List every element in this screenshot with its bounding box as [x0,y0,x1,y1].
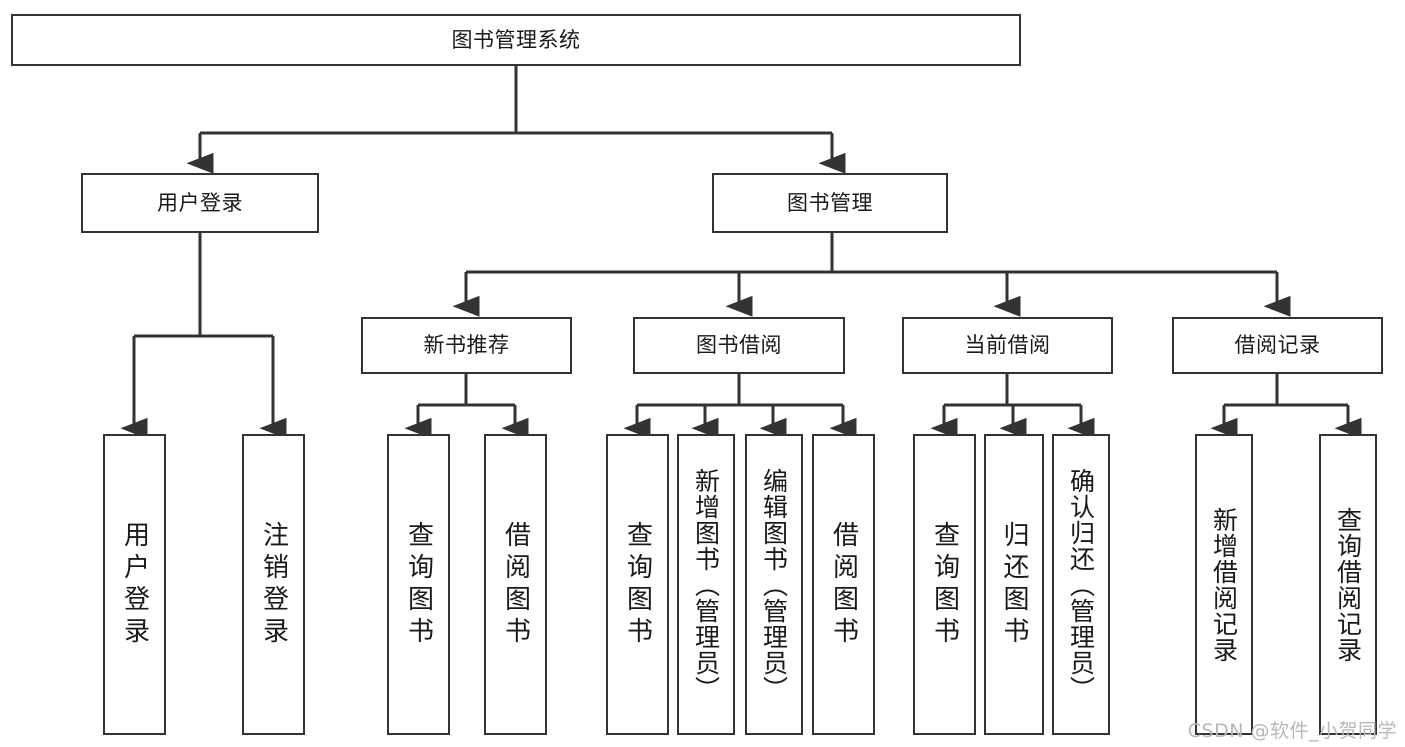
node-book-manage[interactable]: 图书管理 [712,173,948,233]
node-leaf-user-login[interactable]: 用户登录 [103,434,166,735]
node-new-book-recommend-label: 新书推荐 [423,333,510,358]
node-leaf-query-book-2-label: 查询图书 [622,520,653,649]
node-root[interactable]: 图书管理系统 [11,14,1021,66]
node-book-manage-label: 图书管理 [787,190,873,215]
node-leaf-return-book-label: 归还图书 [999,520,1029,649]
node-leaf-query-book-3-label: 查询图书 [929,520,960,649]
node-leaf-query-record[interactable]: 查询借阅记录 [1319,434,1377,735]
node-leaf-return-book[interactable]: 归还图书 [984,434,1044,735]
node-new-book-recommend[interactable]: 新书推荐 [361,317,572,374]
node-book-borrow-label: 图书借阅 [696,333,782,358]
node-root-label: 图书管理系统 [451,27,581,52]
node-user-login[interactable]: 用户登录 [81,173,319,233]
node-leaf-query-book-1[interactable]: 查询图书 [387,434,450,735]
node-leaf-borrow-book-2[interactable]: 借阅图书 [812,434,875,735]
node-leaf-user-logout[interactable]: 注销登录 [242,434,305,735]
node-borrow-record[interactable]: 借阅记录 [1172,317,1383,374]
csdn-watermark: CSDN @软件_小贺同学 [1187,720,1397,742]
node-leaf-confirm-return-label: 确认归还（管理员） [1066,467,1096,702]
node-leaf-add-record[interactable]: 新增借阅记录 [1195,434,1253,735]
node-leaf-borrow-book-1[interactable]: 借阅图书 [484,434,547,735]
node-leaf-query-record-label: 查询借阅记录 [1333,506,1363,663]
node-leaf-user-logout-label: 注销登录 [258,520,289,649]
node-current-borrow[interactable]: 当前借阅 [902,317,1113,374]
node-leaf-add-book[interactable]: 新增图书（管理员） [677,434,735,735]
node-leaf-user-login-label: 用户登录 [119,520,150,649]
node-borrow-record-label: 借阅记录 [1234,333,1321,358]
node-leaf-query-book-3[interactable]: 查询图书 [913,434,976,735]
node-leaf-borrow-book-2-label: 借阅图书 [828,520,859,649]
node-leaf-edit-book[interactable]: 编辑图书（管理员） [745,434,803,735]
node-leaf-query-book-1-label: 查询图书 [403,520,434,649]
node-book-borrow[interactable]: 图书借阅 [633,317,845,374]
node-leaf-query-book-2[interactable]: 查询图书 [606,434,669,735]
node-user-login-label: 用户登录 [157,190,243,215]
node-current-borrow-label: 当前借阅 [964,333,1051,358]
node-leaf-confirm-return[interactable]: 确认归还（管理员） [1052,434,1110,735]
node-leaf-add-book-label: 新增图书（管理员） [691,467,721,702]
node-leaf-edit-book-label: 编辑图书（管理员） [759,467,789,702]
node-leaf-add-record-label: 新增借阅记录 [1209,506,1239,663]
node-leaf-borrow-book-1-label: 借阅图书 [500,520,531,649]
